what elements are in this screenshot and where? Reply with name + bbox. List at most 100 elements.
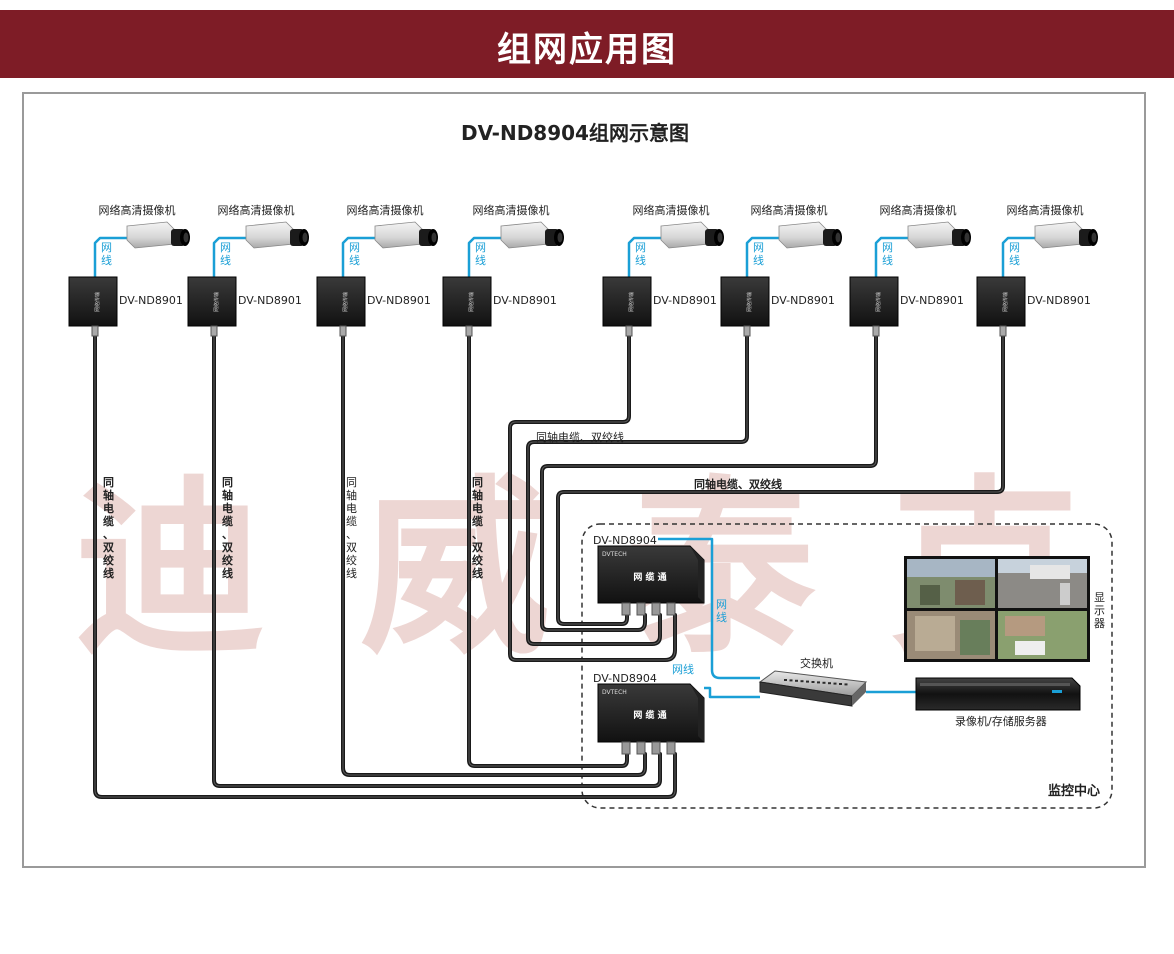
wire-label: 线 [635,253,646,267]
receiver-lower-brand: DVTECH [602,689,627,696]
camera-label: 网络高清摄像机 [880,203,957,217]
extender-box [720,276,770,327]
extender-bnc-port [210,325,218,337]
extender-model: DV-ND8901 [367,294,431,307]
camera-icon [778,221,842,249]
receiver-lower: DV-ND8904 DVTECH 网 缆 通 [593,672,705,755]
extender-brand: 网络传输 [213,292,220,312]
camera-icon [1034,221,1098,249]
extender-box [316,276,366,327]
wire-label: 线 [475,253,486,267]
camera-icon [245,221,309,249]
wire-label: 网 [882,241,893,254]
coax-vertical-label: 同轴电缆、双绞线 [346,476,357,580]
camera-icon [500,221,564,249]
wire-label: 网 [753,241,764,254]
recorder-label: 录像机/存储服务器 [955,714,1047,728]
wire-label: 线 [882,253,893,267]
receiver-lower-name: 网 缆 通 [633,709,666,721]
camera-label: 网络高清摄像机 [633,203,710,217]
receiver-lower-ports [621,741,676,755]
extender-model: DV-ND8901 [900,294,964,307]
receiver-lower-network-cable [704,686,760,699]
extender-box [68,276,118,327]
camera-network-cable [341,236,375,280]
coax-label-upper: 同轴电缆、双绞线 [536,430,624,444]
extender-model: DV-ND8901 [771,294,835,307]
extender-model: DV-ND8901 [493,294,557,307]
receiver-lower-wire-label: 网线 [672,662,694,676]
watermark-char: 迪 [75,459,265,680]
camera-network-cable [212,236,246,280]
coax-cables [93,334,1005,799]
wire-label: 网 [635,241,646,254]
camera-network-cable [93,236,127,280]
wire-label: 线 [220,253,231,267]
recorder-server: 录像机/存储服务器 [915,677,1081,728]
extender-box [602,276,652,327]
camera-icon [660,221,724,249]
camera-network-cable [745,236,779,280]
wire-label: 网 [475,241,486,254]
extender-bnc-port [465,325,473,337]
network-switch: 交换机 [758,656,868,707]
wire-label: 网 [220,241,231,254]
watermark-char: 威 [360,459,550,680]
header-banner: 组网应用图 [0,10,1174,78]
wire-label: 线 [753,253,764,267]
coax-vertical-label: 同轴电缆、双绞线 [472,476,483,580]
extender-model: DV-ND8901 [119,294,183,307]
extender-bnc-port [625,325,633,337]
extender-box [187,276,237,327]
extender-bnc-port [872,325,880,337]
camera-label: 网络高清摄像机 [1007,203,1084,217]
switch-label: 交换机 [800,656,833,670]
camera-label: 网络高清摄像机 [218,203,295,217]
camera-label: 网络高清摄像机 [751,203,828,217]
extender-box [976,276,1026,327]
extender-brand: 网络传输 [1002,292,1009,312]
diagram-title: DV-ND8904组网示意图 [461,121,689,145]
extender-model: DV-ND8901 [238,294,302,307]
receiver-upper-ports [621,602,676,616]
extender-bnc-port [999,325,1007,337]
wire-label: 网 [349,241,360,254]
extender-box [442,276,492,327]
wire-label: 线 [349,253,360,267]
extender-bnc-port [339,325,347,337]
receiver-upper-brand: DVTECH [602,551,627,558]
extender-brand: 网络传输 [746,292,753,312]
camera-icon [907,221,971,249]
extender-brand: 网络传输 [875,292,882,312]
extender-brand: 网络传输 [468,292,475,312]
camera-network-cable [467,236,501,280]
extender-model: DV-ND8901 [653,294,717,307]
extender-bnc-port [91,325,99,337]
coax-vertical-label: 同轴电缆、双绞线 [103,476,114,580]
receiver-upper-network-cable [658,537,760,680]
wire-label: 网 [101,241,112,254]
camera-label: 网络高清摄像机 [99,203,176,217]
receiver-upper-name: 网 缆 通 [633,571,666,583]
camera-network-cable [1001,236,1035,280]
extender-brand: 网络传输 [94,292,101,312]
page-title: 组网应用图 [497,30,677,70]
receiver-lower-model: DV-ND8904 [593,672,657,685]
monitor-label: 显示器 [1094,591,1105,630]
diagram-frame [22,92,1146,868]
wire-label: 线 [101,253,112,267]
wire-label: 网 [1009,241,1020,254]
extender-model: DV-ND8901 [1027,294,1091,307]
extender-bnc-port [743,325,751,337]
control-center-label: 监控中心 [1048,783,1100,799]
extender-brand: 网络传输 [628,292,635,312]
